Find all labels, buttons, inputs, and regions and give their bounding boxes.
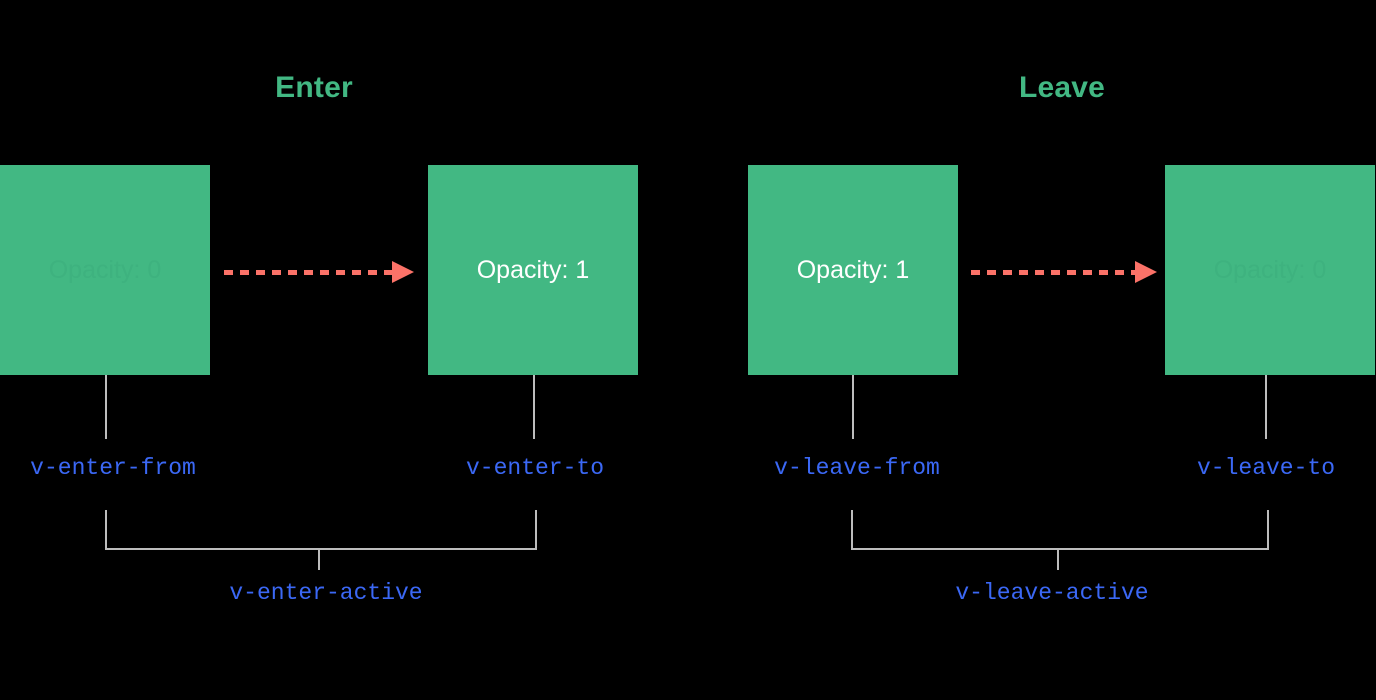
leave-to-connector-line (1265, 375, 1267, 439)
enter-section-title: Enter (275, 71, 353, 104)
label-v-leave-from: v-leave-from (774, 455, 940, 481)
label-v-leave-to: v-leave-to (1196, 455, 1336, 481)
leave-from-opacity-label: Opacity: 1 (796, 255, 910, 284)
leave-from-state-box: Opacity: 1 (748, 165, 958, 375)
leave-arrow-head (1135, 261, 1157, 283)
leave-to-state-box: Opacity: 0 (1165, 165, 1375, 375)
enter-active-bracket-stem (318, 548, 320, 570)
enter-to-connector-line (533, 375, 535, 439)
leave-section-title: Leave (1018, 71, 1106, 104)
enter-arrow-head (392, 261, 414, 283)
label-v-enter-active: v-enter-active (229, 580, 423, 606)
label-v-enter-to: v-enter-to (465, 455, 605, 481)
enter-transition-arrow-icon (224, 261, 414, 283)
enter-active-bracket (105, 510, 537, 550)
label-v-leave-active: v-leave-active (955, 580, 1149, 606)
leave-from-connector-line (852, 375, 854, 439)
leave-active-bracket-stem (1057, 548, 1059, 570)
leave-transition-arrow-icon (971, 261, 1157, 283)
leave-active-bracket (851, 510, 1269, 550)
label-v-enter-from: v-enter-from (30, 455, 196, 481)
enter-from-state-box: Opacity: 0 (0, 165, 210, 375)
enter-to-state-box: Opacity: 1 (428, 165, 638, 375)
leave-arrow-shaft (971, 270, 1137, 275)
enter-from-connector-line (105, 375, 107, 439)
enter-to-opacity-label: Opacity: 1 (476, 255, 590, 284)
enter-from-opacity-label: Opacity: 0 (48, 255, 162, 284)
enter-arrow-shaft (224, 270, 394, 275)
leave-to-opacity-label: Opacity: 0 (1213, 255, 1327, 284)
